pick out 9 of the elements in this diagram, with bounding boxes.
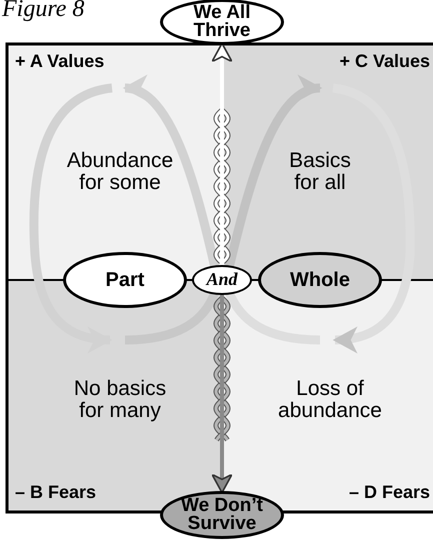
ellipse-node: We All Thrive	[160, 0, 284, 45]
quadrant-text: Loss of abundance	[277, 378, 383, 422]
arrow	[211, 295, 233, 494]
quadrant-heading: + C Values	[338, 52, 430, 71]
quadrant-heading: – D Fears	[348, 483, 430, 502]
quadrant-heading: – B Fears	[15, 483, 98, 502]
figure-title: Figure 8	[2, 0, 84, 23]
quadrant-text: No basics for many	[72, 378, 168, 422]
quadrant-heading: + A Values	[15, 52, 106, 71]
